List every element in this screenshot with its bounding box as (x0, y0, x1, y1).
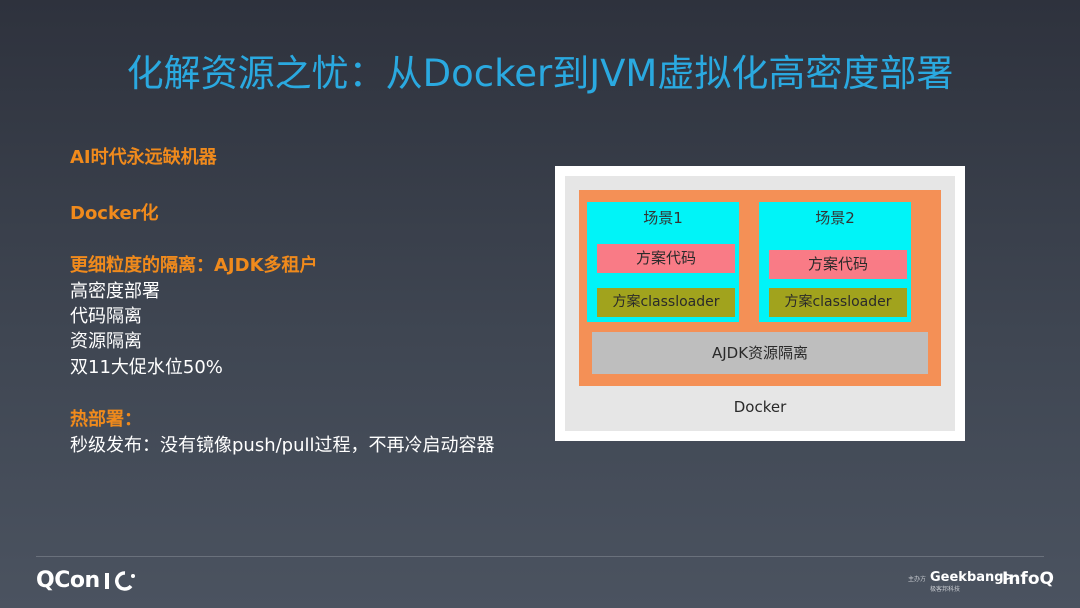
item-resource-isolation: 资源隔离 (70, 331, 142, 352)
docker-label: Docker (733, 398, 787, 416)
heading-docker: Docker化 (70, 203, 159, 224)
scene-loader-box-2: 方案classloader (769, 288, 907, 317)
heading-hot-deploy: 热部署： (70, 409, 142, 430)
scene-code-box-1: 方案代码 (597, 244, 735, 273)
item-code-isolation: 代码隔离 (70, 306, 142, 327)
tenth-anniversary-icon (105, 571, 135, 591)
container-box: 场景1 方案代码 方案classloader 场景2 方案代码 方案classl… (579, 190, 941, 386)
scene-title-1: 场景1 (643, 209, 683, 227)
footer-divider (36, 556, 1044, 557)
item-high-density: 高密度部署 (70, 281, 160, 302)
geekbang-subtitle: 极客邦科技 (930, 586, 961, 593)
scene-box-1: 场景1 方案代码 方案classloader (587, 202, 739, 322)
heading-isolation: 更细粒度的隔离：AJDK多租户 (70, 255, 318, 276)
qcon-logo: QCon (36, 568, 100, 593)
architecture-diagram: 场景1 方案代码 方案classloader 场景2 方案代码 方案classl… (555, 166, 965, 441)
scene-box-2: 场景2 方案代码 方案classloader (759, 202, 911, 322)
scene-title-2: 场景2 (815, 209, 855, 227)
scene-code-box-2: 方案代码 (769, 250, 907, 279)
scene-loader-box-1: 方案classloader (597, 288, 735, 317)
infoq-logo: InfoQ (1002, 569, 1054, 589)
slide-title: 化解资源之忧：从Docker到JVM虚拟化高密度部署 (126, 52, 954, 95)
diagram-canvas: 场景1 方案代码 方案classloader 场景2 方案代码 方案classl… (565, 176, 955, 431)
item-second-release: 秒级发布：没有镜像push/pull过程，不再冷启动容器 (70, 435, 495, 456)
ajdk-isolation-box: AJDK资源隔离 (592, 332, 928, 374)
sponsor-label: 主办方 (908, 576, 927, 583)
heading-ai-era: AI时代永远缺机器 (70, 147, 217, 168)
item-double11: 双11大促水位50% (70, 357, 223, 378)
geekbang-logo: Geekbang>. (930, 570, 1020, 585)
